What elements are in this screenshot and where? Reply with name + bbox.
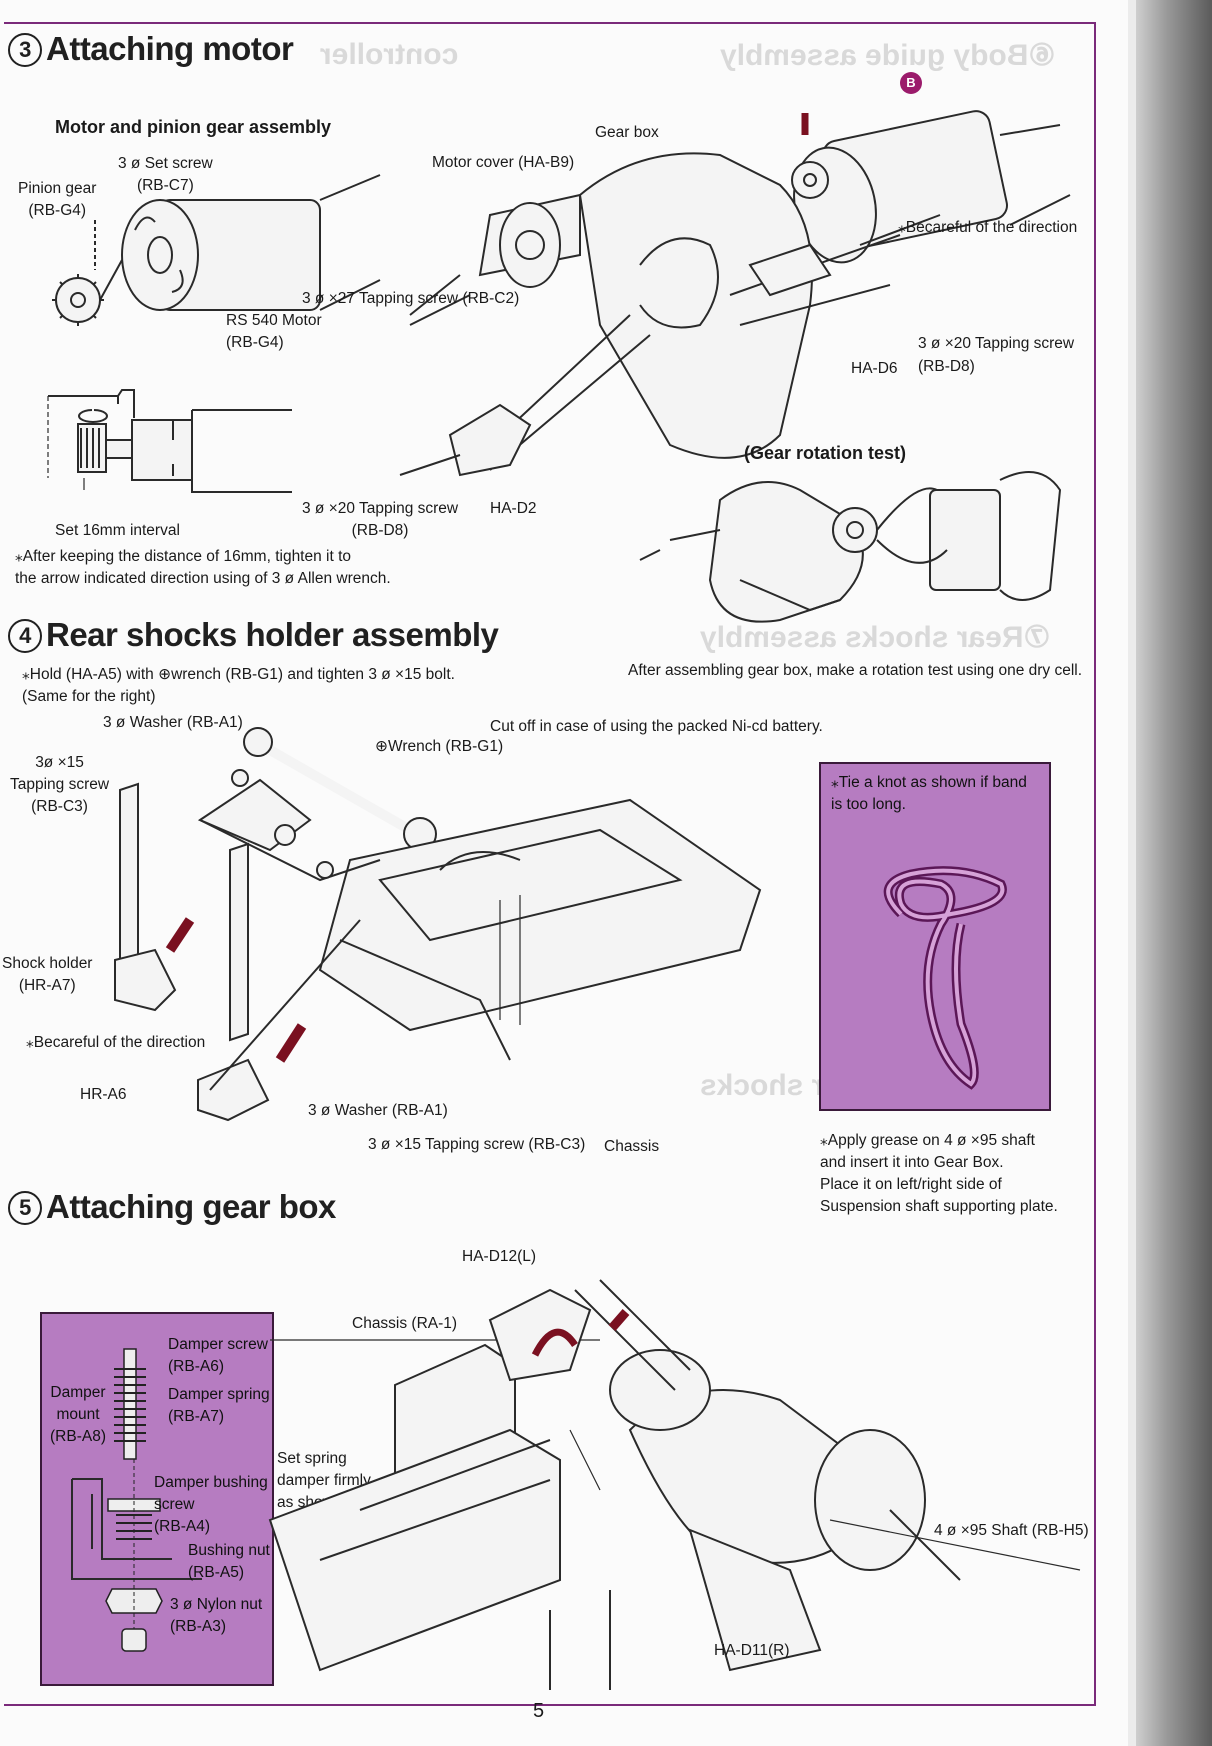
label-tapping-screw-20-left: 3 ø ×20 Tapping screw (RB-D8) <box>302 500 459 539</box>
label-shaft: 4 ø ×95 Shaft (RB-H5) <box>934 1522 1089 1539</box>
label-motor-cover: Motor cover (HA-B9) <box>432 154 575 171</box>
page-frame <box>4 22 1096 1706</box>
label-damper-spring: Damper spring (RB-A7) <box>168 1386 270 1425</box>
damper-exploded-illustration <box>71 1348 202 1652</box>
page-gutter <box>1128 0 1138 1746</box>
marker-b-badge: B <box>900 72 922 94</box>
gearbox-chassis-illustration <box>268 1279 1081 1690</box>
label-damper-mount: Damper mount (RB-A8) <box>50 1384 106 1445</box>
label-rs540-motor: RS 540 Motor (RB-G4) <box>226 312 322 351</box>
label-cut-off-note: Cut off in case of using the packed Ni-c… <box>490 718 823 735</box>
label-tapping-screw-27: 3 ø ×27 Tapping screw (RB-C2) <box>302 290 520 307</box>
knot-note-panel: ⁎Tie a knot as shown if band is too long… <box>819 762 1051 1111</box>
label-wrench: ⊕Wrench (RB-G1) <box>375 738 504 755</box>
gear-rotation-test-illustration <box>639 471 1062 623</box>
label-ha-d2: HA-D2 <box>490 500 537 517</box>
label-ha-d11: HA-D11(R) <box>714 1642 790 1659</box>
label-pinion-gear: Pinion gear (RB-G4) <box>18 180 97 219</box>
label-chassis-ra1: Chassis (RA-1) <box>352 1315 458 1332</box>
show-through-text: controller <box>320 38 459 71</box>
label-gear-test-note: After assembling gear box, make a rotati… <box>628 662 1083 679</box>
label-nylon-nut: 3 ø Nylon nut (RB-A3) <box>170 1596 263 1635</box>
rubber-band-knot-illustration <box>883 866 1007 1090</box>
label-rb-d8-right: (RB-D8) <box>918 358 975 375</box>
label-set-screw: 3 ø Set screw (RB-C7) <box>118 155 213 194</box>
label-becareful-direction: ⁎Becareful of the direction <box>898 219 1078 236</box>
gearbox-motor-illustration <box>399 110 1071 477</box>
page-number: 5 <box>533 1700 545 1722</box>
label-tapping-screw-20-right: 3 ø ×20 Tapping screw <box>918 335 1075 352</box>
subheading-motor-pinion: Motor and pinion gear assembly <box>55 117 332 137</box>
label-tapping-screw-15-bottom: 3 ø ×15 Tapping screw (RB-C3) <box>368 1136 586 1153</box>
label-shock-holder: Shock holder (HR-A7) <box>2 955 93 994</box>
motor-pinion-illustration <box>52 174 381 326</box>
label-ha-d12: HA-D12(L) <box>462 1248 537 1265</box>
damper-detail-panel: Damper screw (RB-A6) Damper spring (RB-A… <box>40 1312 274 1686</box>
label-gear-box: Gear box <box>595 124 659 141</box>
note-hold-wrench: ⁎Hold (HA-A5) with ⊕wrench (RB-G1) and t… <box>22 666 455 705</box>
label-becareful-direction-2: ⁎Becareful of the direction <box>26 1034 206 1051</box>
label-chassis: Chassis <box>604 1138 660 1155</box>
label-hr-a6: HR-A6 <box>80 1086 127 1103</box>
rear-shocks-chassis-illustration <box>114 727 762 1122</box>
label-washer-bottom: 3 ø Washer (RB-A1) <box>308 1102 448 1119</box>
label-knot-note: ⁎Tie a knot as shown if band is too long… <box>831 774 1027 813</box>
book-spine-shadow <box>1136 0 1212 1746</box>
label-set-interval: Set 16mm interval <box>55 522 180 539</box>
label-gear-rotation-test: (Gear rotation test) <box>744 443 907 463</box>
label-damper-bushing-screw: Damper bushing screw (RB-A4) <box>154 1474 268 1535</box>
label-tapping-screw-15-left: 3ø ×15 Tapping screw (RB-C3) <box>10 754 110 815</box>
label-bushing-nut: Bushing nut (RB-A5) <box>188 1542 270 1581</box>
note-allen-wrench: ⁎After keeping the distance of 16mm, tig… <box>15 548 391 587</box>
label-damper-screw: Damper screw (RB-A6) <box>168 1336 268 1375</box>
note-apply-grease: ⁎Apply grease on 4 ø ×95 shaft and inser… <box>820 1132 1058 1215</box>
interval-diagram <box>47 389 292 493</box>
label-ha-d6: HA-D6 <box>851 360 898 377</box>
label-washer-top: 3 ø Washer (RB-A1) <box>103 714 243 731</box>
show-through-text: ⑥Body guide assembly <box>720 39 1056 72</box>
